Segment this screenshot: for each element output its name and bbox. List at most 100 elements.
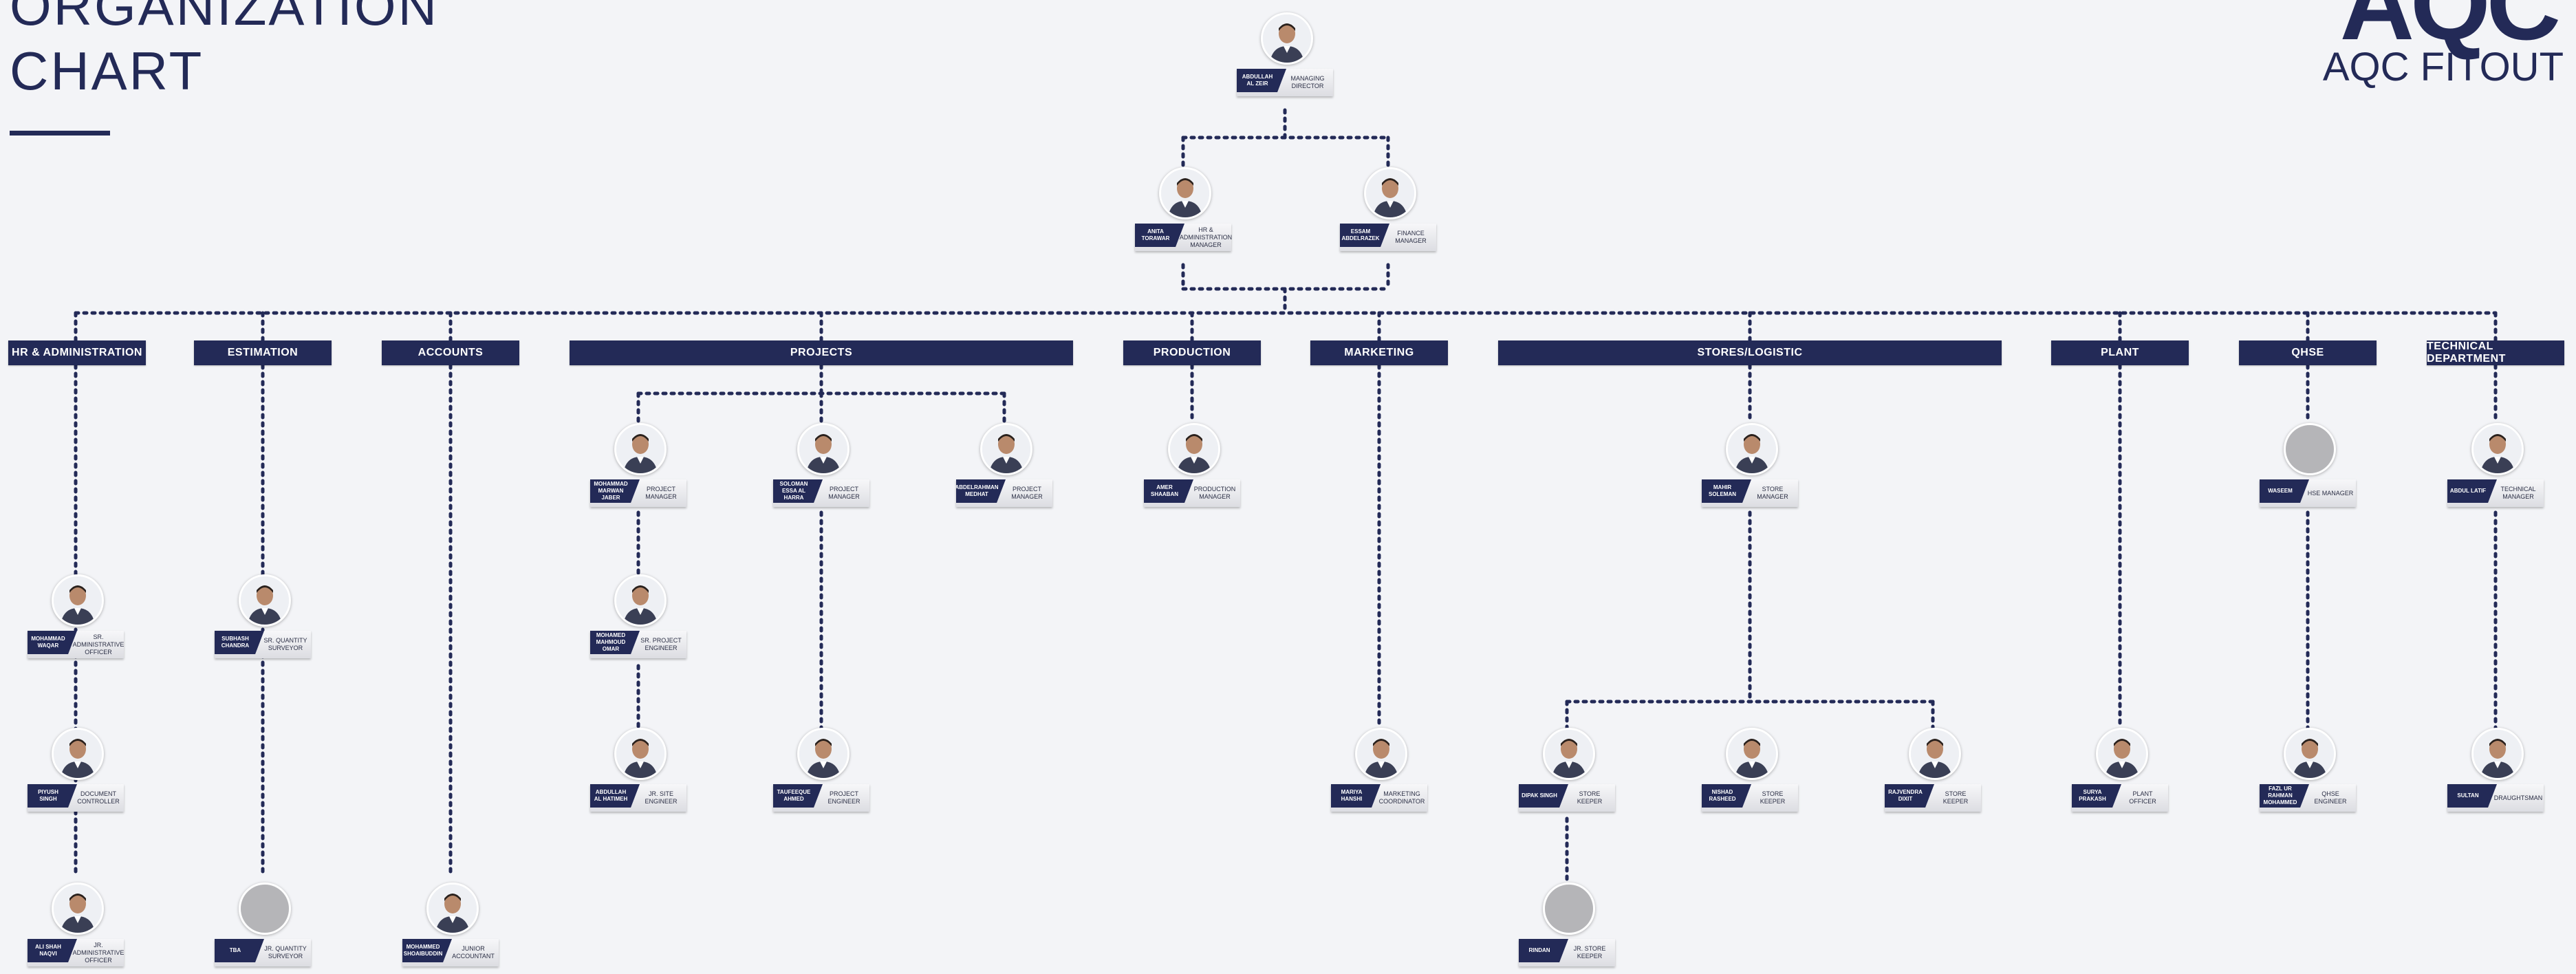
employee-role: PLANT OFFICER — [2129, 790, 2156, 805]
employee-name: ALI SHAH NAQVI — [28, 939, 77, 962]
employee-role: QHSE ENGINEER — [2314, 790, 2347, 805]
employee-role: TECHNICAL MANAGER — [2500, 486, 2536, 500]
person-photo-icon — [2098, 730, 2146, 778]
employee-role: STORE KEEPER — [1942, 790, 1969, 805]
person-photo-icon — [2474, 425, 2522, 473]
person-photo-icon — [1545, 730, 1593, 778]
employee-role: JR. QUANTITY SURVEYOR — [264, 945, 307, 960]
employee-name: WASEEM — [2260, 479, 2309, 503]
employee-role: HR & ADMINISTRATION MANAGER — [1179, 226, 1233, 248]
employee-name: RINDAN — [1519, 939, 1568, 962]
employee-role: STORE MANAGER — [1757, 486, 1788, 500]
department-header: TECHNICAL DEPARTMENT — [2427, 340, 2564, 365]
employee-name: ABDELRAHMAN MEDHAT — [956, 479, 1006, 503]
avatar — [1364, 167, 1416, 219]
employee-name: ABDUL LATIF — [2447, 479, 2497, 503]
title-underline — [10, 131, 110, 136]
employee-name: FAZL UR RAHMAN MOHAMMED — [2260, 784, 2309, 808]
employee-name: SUBHASH CHANDRA — [215, 631, 264, 654]
person-photo-icon — [54, 885, 102, 933]
avatar — [239, 574, 291, 627]
avatar — [1355, 728, 1407, 780]
person-photo-icon — [241, 576, 289, 625]
employee-role: MANAGING DIRECTOR — [1290, 75, 1325, 89]
employee-role: JR. STORE KEEPER — [1573, 945, 1606, 960]
avatar — [614, 423, 667, 475]
employee-label: RINDAN JR. STORE KEEPER — [1519, 939, 1615, 966]
department-header: PLANT — [2051, 340, 2189, 365]
avatar — [1726, 728, 1778, 780]
avatar — [1261, 12, 1313, 65]
person-photo-icon — [1366, 169, 1414, 217]
employee-role: FINANCE MANAGER — [1395, 230, 1427, 244]
avatar — [1168, 423, 1220, 475]
avatar — [1909, 728, 1961, 780]
placeholder-avatar-icon — [241, 885, 289, 933]
employee-card: NISHAD RASHEED STORE KEEPER — [1702, 728, 1798, 812]
person-photo-icon — [2474, 730, 2522, 778]
department-header: STORES/LOGISTIC — [1498, 340, 2002, 365]
person-photo-icon — [616, 730, 664, 778]
employee-role: STORE KEEPER — [1760, 790, 1786, 805]
employee-name: MOHAMMAD WAQAR — [28, 631, 77, 654]
avatar — [1543, 728, 1595, 780]
logo-text: AQC FITOUT — [2322, 45, 2564, 89]
employee-role: JUNIOR ACCOUNTANT — [452, 945, 495, 960]
placeholder-avatar-icon — [2286, 425, 2334, 473]
person-photo-icon — [1728, 730, 1776, 778]
person-photo-icon — [799, 425, 847, 473]
avatar — [426, 883, 479, 935]
employee-name: NISHAD RASHEED — [1702, 784, 1751, 808]
person-photo-icon — [616, 576, 664, 625]
employee-name: TBA — [215, 939, 264, 962]
department-header: PROJECTS — [570, 340, 1073, 365]
employee-role: SR. PROJECT ENGINEER — [640, 637, 682, 651]
employee-name: SOLOMAN ESSA AL HARRA — [773, 479, 823, 503]
person-photo-icon — [54, 576, 102, 625]
person-photo-icon — [982, 425, 1030, 473]
employee-name: MARIYA HANSHI — [1331, 784, 1381, 808]
employee-name: MAHIR SOLEMAN — [1702, 479, 1751, 503]
avatar — [2284, 728, 2336, 780]
department-header: MARKETING — [1310, 340, 1448, 365]
department-header: HR & ADMINISTRATION — [8, 340, 146, 365]
placeholder-avatar-icon — [1545, 885, 1593, 933]
employee-name: SULTAN — [2447, 784, 2497, 808]
company-logo: AQC AQC FITOUT — [2323, 0, 2564, 96]
person-photo-icon — [1263, 14, 1311, 63]
employee-role: SR. ADMINISTRATIVE OFFICER — [72, 633, 125, 656]
title-line-2: CHART — [10, 41, 204, 101]
avatar — [1159, 167, 1211, 219]
